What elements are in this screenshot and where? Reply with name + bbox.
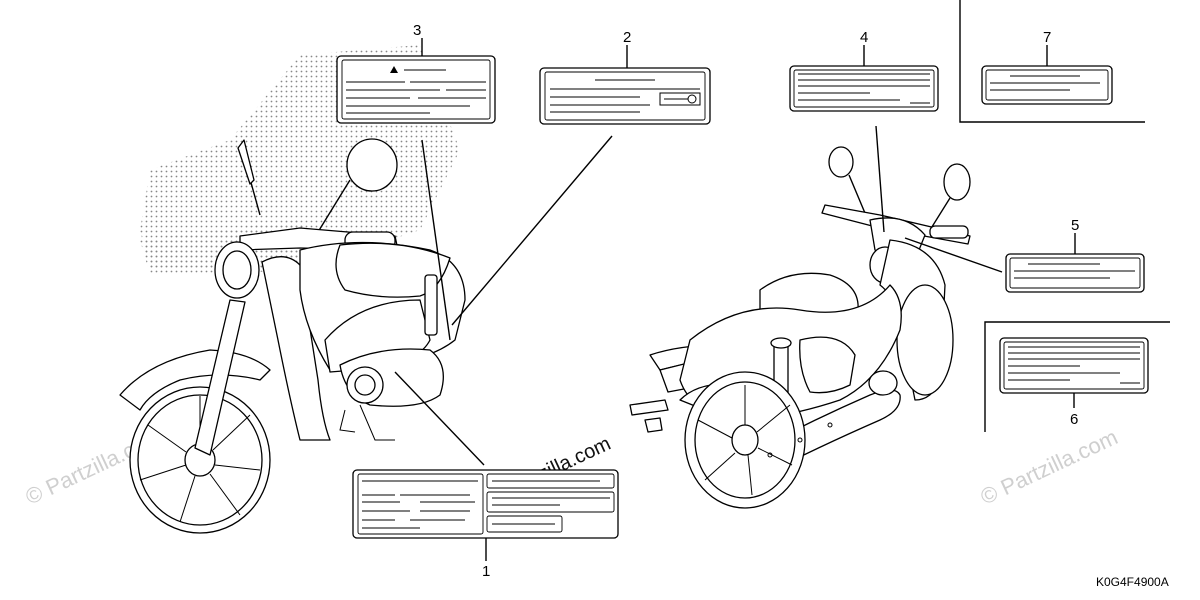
leader-2 (451, 135, 613, 326)
divider-7 (959, 0, 1145, 123)
label-4 (789, 65, 939, 112)
label-6 (999, 337, 1149, 394)
motorcycle-right-illustration (629, 146, 971, 509)
leader-5 (904, 237, 1003, 273)
divider-6 (984, 321, 1170, 432)
leader-4 (875, 125, 885, 233)
callout-2: 2 (623, 29, 631, 46)
callout-5: 5 (1071, 217, 1079, 234)
watermark-right: © Partzilla.com (977, 424, 1122, 509)
label-1 (352, 469, 619, 539)
label-7 (981, 65, 1113, 105)
motorcycle-left-illustration (119, 138, 466, 534)
label-3 (336, 55, 496, 124)
leader-3 (421, 139, 451, 341)
callout-3: 3 (413, 22, 421, 39)
leader-1 (394, 371, 485, 466)
label-2 (539, 67, 711, 125)
callout-4: 4 (860, 29, 868, 46)
callout-7: 7 (1043, 29, 1051, 46)
diagram-code: K0G4F4900A (1096, 575, 1169, 589)
label-5 (1005, 253, 1145, 293)
callout-1: 1 (482, 563, 490, 580)
callout-6: 6 (1070, 411, 1078, 428)
